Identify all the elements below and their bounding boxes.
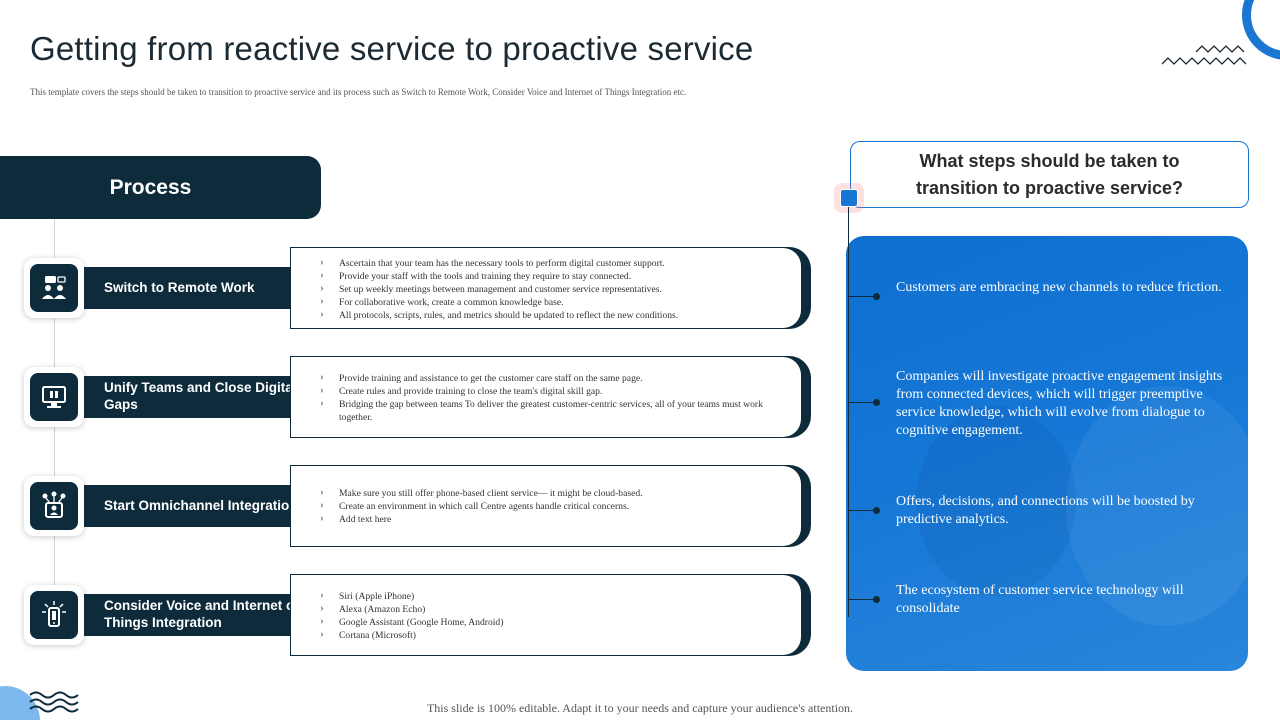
step-icon-frame [24,585,84,645]
point-dot [873,507,880,514]
question-text: What steps should be taken to transition… [915,151,1184,198]
page-subtitle: This template covers the steps should be… [30,87,687,97]
step-card: Ascertain that your team has the necessa… [290,247,811,329]
step-card: Siri (Apple iPhone) Alexa (Amazon Echo) … [290,574,811,656]
bullet-item: Ascertain that your team has the necessa… [320,256,783,270]
step-card: Make sure you still offer phone-based cl… [290,465,811,547]
bullet-item: All protocols, scripts, rules, and metri… [320,308,783,322]
bullet-item: Provide training and assistance to get t… [320,371,783,385]
process-step-unify-teams: Unify Teams and Close Digital Gaps Provi… [0,356,820,438]
insights-panel [846,236,1248,671]
step-label: Unify Teams and Close Digital Gaps [84,376,321,418]
step-icon-frame [24,367,84,427]
insight-point: Customers are embracing new channels to … [896,280,1222,295]
bullet-item: Cortana (Microsoft) [320,628,783,642]
bullet-item: Provide your staff with the tools and tr… [320,269,783,283]
bullet-item: Create an environment in which call Cent… [320,499,783,513]
step-icon-frame [24,476,84,536]
bullet-item: Create rules and provide training to clo… [320,384,783,398]
zigzag-decoration-icon [1161,45,1247,65]
insight-point: The ecosystem of customer service techno… [896,583,1184,616]
point-dot [873,399,880,406]
step-label: Start Omnichannel Integration [84,485,321,527]
bullet-list: Siri (Apple iPhone) Alexa (Amazon Echo) … [320,589,783,642]
point-dot [873,293,880,300]
smartphone-signal-icon [42,601,66,627]
page-title: Getting from reactive service to proacti… [30,30,754,67]
monitor-icon [42,386,66,408]
bullet-item: Alexa (Amazon Echo) [320,602,783,616]
footer-note: This slide is 100% editable. Adapt it to… [426,701,854,715]
bullet-list: Ascertain that your team has the necessa… [320,256,783,322]
process-step-voice-iot: Consider Voice and Internet of Things In… [0,574,820,656]
insight-point: Offers, decisions, and connections will … [896,494,1195,527]
process-step-omnichannel: Start Omnichannel Integration Make sure … [0,465,820,547]
point-dot [873,596,880,603]
step-card: Provide training and assistance to get t… [290,356,811,438]
insight-point: Companies will investigate proactive eng… [896,369,1223,438]
bullet-item: Make sure you still offer phone-based cl… [320,486,783,500]
process-header: Process [0,156,321,219]
bullet-item: For collaborative work, create a common … [320,295,783,309]
bullet-item: Set up weekly meetings between managemen… [320,282,783,296]
step-label: Switch to Remote Work [84,267,321,309]
bullet-item: Add text here [320,512,783,526]
waves-decoration-icon [29,691,79,713]
bullet-list: Make sure you still offer phone-based cl… [320,486,783,526]
connector-square [840,189,858,207]
step-label: Consider Voice and Internet of Things In… [84,594,321,636]
remote-team-icon [42,276,66,299]
omnichannel-icon [42,491,66,518]
bullet-item: Siri (Apple iPhone) [320,589,783,603]
question-box: What steps should be taken to transition… [850,141,1249,208]
bullet-item: Google Assistant (Google Home, Android) [320,615,783,629]
bullet-list: Provide training and assistance to get t… [320,371,783,424]
step-icon-frame [24,258,84,318]
process-step-remote-work: Switch to Remote Work Ascertain that you… [0,247,820,329]
bullet-item: Bridging the gap between teams To delive… [320,397,783,424]
connector-line [848,207,849,617]
